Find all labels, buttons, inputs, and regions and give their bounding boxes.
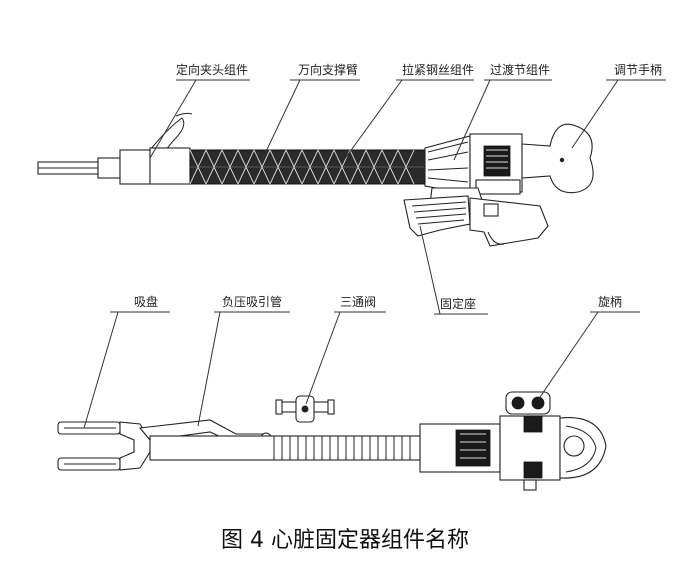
figure-caption: 图 4 心脏固定器组件名称 — [221, 528, 469, 553]
segmented-arm-part — [149, 435, 421, 461]
label-universal-arm: 万向支撑臂 — [298, 62, 358, 77]
label-tension-wire: 拉紧钢丝组件 — [402, 62, 474, 77]
label-suction-cup: 吸盘 — [134, 294, 158, 309]
adjust-handle-part — [521, 123, 594, 194]
top-labels: 定向夹头组件 万向支撑臂 拉紧钢丝组件 过渡节组件 调节手柄 固定座 — [149, 62, 666, 315]
label-fixed-seat: 固定座 — [440, 296, 476, 311]
clamp-head-part — [37, 112, 193, 185]
knob-end-part — [419, 391, 607, 491]
top-assembly — [37, 112, 594, 247]
label-transition-joint: 过渡节组件 — [490, 62, 550, 77]
tension-wire-part — [424, 135, 471, 195]
label-clamp-head: 定向夹头组件 — [176, 62, 248, 77]
label-knob: 旋柄 — [598, 295, 622, 309]
bottom-assembly — [57, 391, 607, 491]
transition-joint-part — [469, 133, 523, 195]
label-negative-pressure-tube: 负压吸引管 — [222, 294, 282, 309]
label-adjust-handle: 调节手柄 — [614, 63, 662, 77]
bottom-labels: 吸盘 负压吸引管 三通阀 旋柄 — [83, 294, 640, 429]
universal-arm-part — [149, 147, 426, 185]
fixed-seat-part — [403, 187, 549, 247]
three-way-valve-part — [275, 395, 335, 423]
label-three-way-valve: 三通阀 — [340, 295, 376, 309]
suction-cup-part — [57, 421, 151, 471]
